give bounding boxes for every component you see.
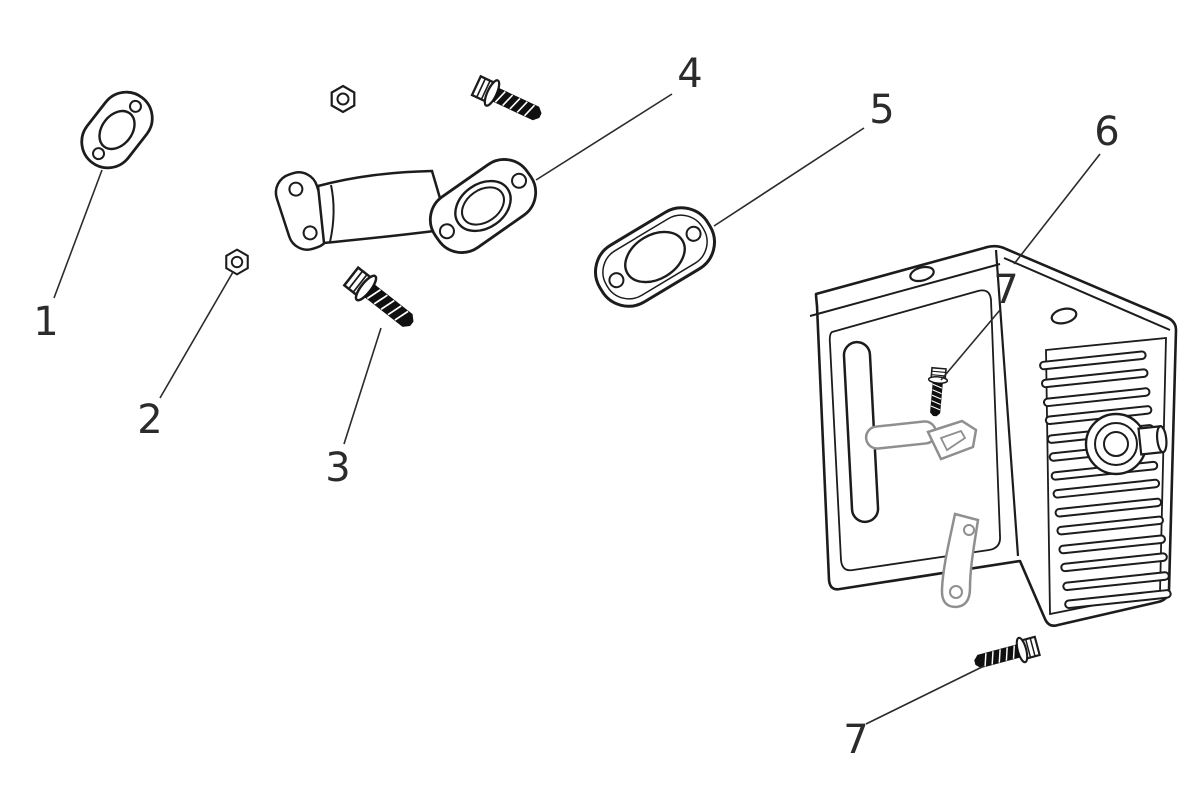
gasket-bolt-hole	[685, 225, 702, 242]
part-flange-bolt-a	[469, 72, 547, 130]
callout-label-4: 4	[677, 51, 703, 97]
muffler-top-seam	[809, 263, 1001, 317]
gasket-port-hole	[98, 109, 136, 151]
callout-label-6: 6	[1094, 109, 1120, 155]
part-hex-nut-a	[330, 84, 356, 114]
callout-label-1: 1	[33, 299, 59, 345]
pipe-inlet-flange	[274, 171, 332, 251]
part-muffler	[809, 244, 1178, 628]
part-exhaust-pipe	[274, 158, 538, 254]
part-muffler-lower-bolt	[971, 632, 1042, 676]
callout-label-7b: 7	[843, 717, 869, 763]
muffler-mount-hole	[909, 265, 935, 283]
leader-line-2	[159, 271, 234, 399]
gasket-bolt-hole	[608, 272, 625, 289]
pipe-joint-line	[329, 184, 335, 243]
muffler-outlet	[1084, 412, 1168, 476]
part-hex-nut-b	[225, 248, 249, 276]
gasket-bolt-hole	[92, 147, 106, 161]
leader-line-4	[535, 93, 673, 181]
callout-label-7a: 7	[993, 267, 1019, 313]
muffler-mount-hole	[1050, 307, 1078, 325]
muffler-front-right-edge	[994, 249, 1020, 557]
gasket-port-hole	[624, 230, 686, 284]
leader-line-3	[343, 327, 382, 445]
muffler-right-band-seam	[1003, 257, 1171, 331]
muffler-front-panel	[828, 289, 1001, 572]
part-muffler-gasket	[594, 206, 716, 308]
leader-line-6	[1013, 153, 1101, 265]
part-exhaust-gasket	[80, 90, 154, 170]
muffler-bracket-strap	[940, 512, 980, 609]
leader-line-1	[53, 169, 103, 299]
part-flange-bolt-b	[340, 263, 422, 337]
leader-line-7b	[865, 665, 985, 725]
callout-label-5: 5	[869, 87, 895, 133]
gasket-bolt-hole	[128, 99, 142, 113]
callout-label-3: 3	[325, 445, 351, 491]
muffler-deflector	[864, 419, 978, 461]
callout-leader-lines	[53, 93, 1101, 725]
leader-line-7a	[940, 309, 1001, 381]
pipe-outlet-flange	[428, 158, 538, 254]
callout-label-2: 2	[137, 397, 163, 443]
leader-line-5	[713, 127, 865, 227]
pipe-tube	[316, 169, 451, 245]
